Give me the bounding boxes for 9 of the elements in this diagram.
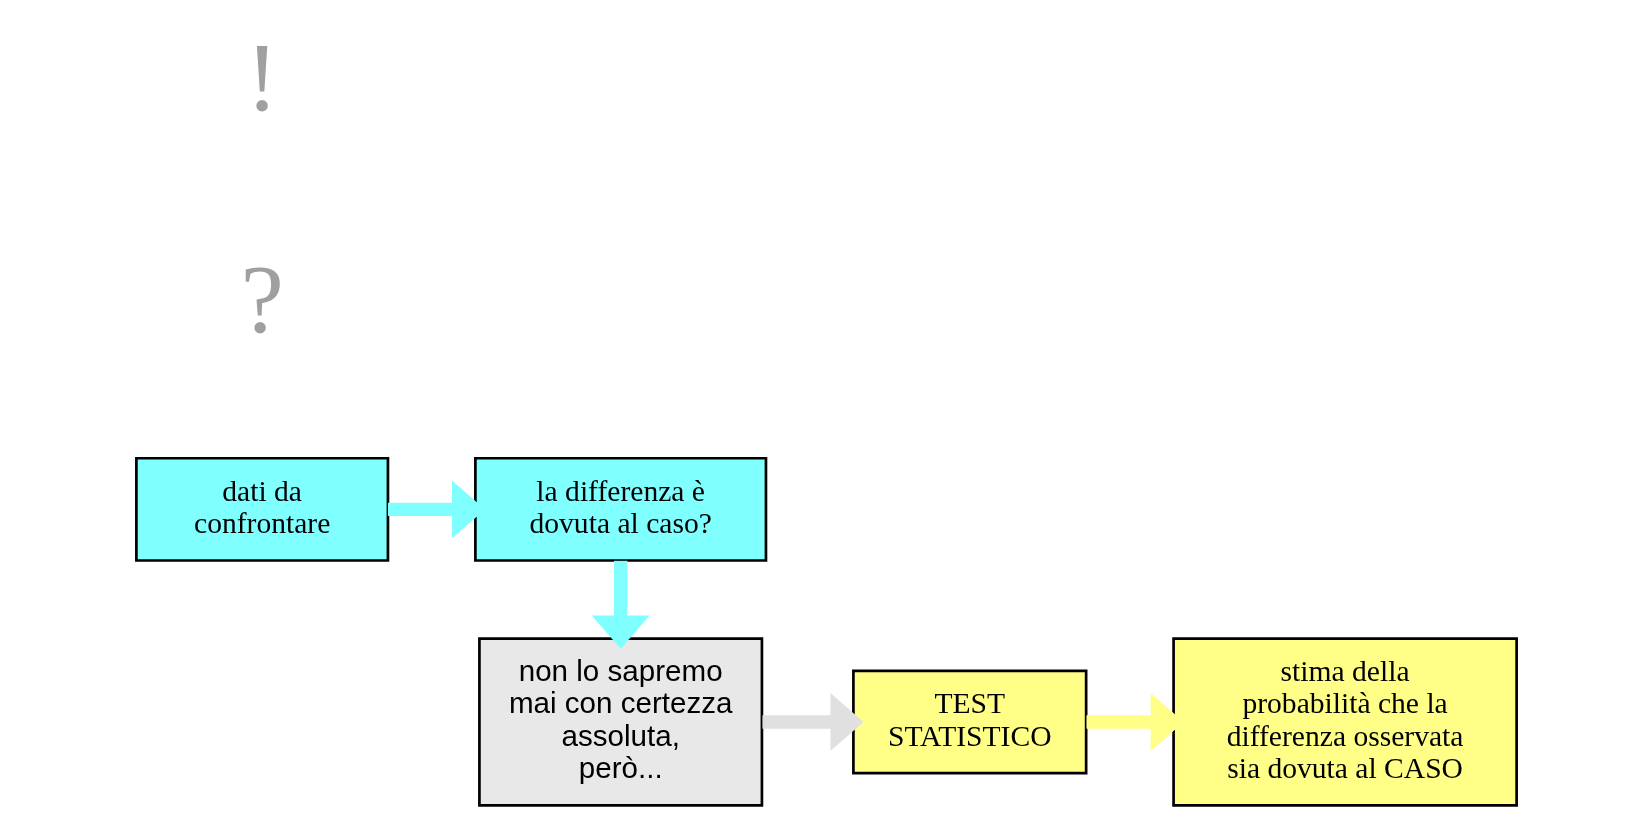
node-box: stima della probabilità che la differenza osservata sia dovuta al CASO bbox=[1171, 637, 1518, 807]
node-box: dati da confrontare bbox=[134, 456, 389, 562]
node-box: TEST STATISTICO bbox=[851, 669, 1087, 775]
node-box: non lo sapremo mai con certezza assoluta, però... bbox=[477, 637, 763, 807]
label: ? bbox=[240, 245, 284, 353]
arrow bbox=[761, 693, 863, 751]
label: ! bbox=[245, 23, 278, 131]
arrow bbox=[591, 560, 650, 649]
node-box: la differenza è dovuta al caso? bbox=[473, 456, 767, 562]
